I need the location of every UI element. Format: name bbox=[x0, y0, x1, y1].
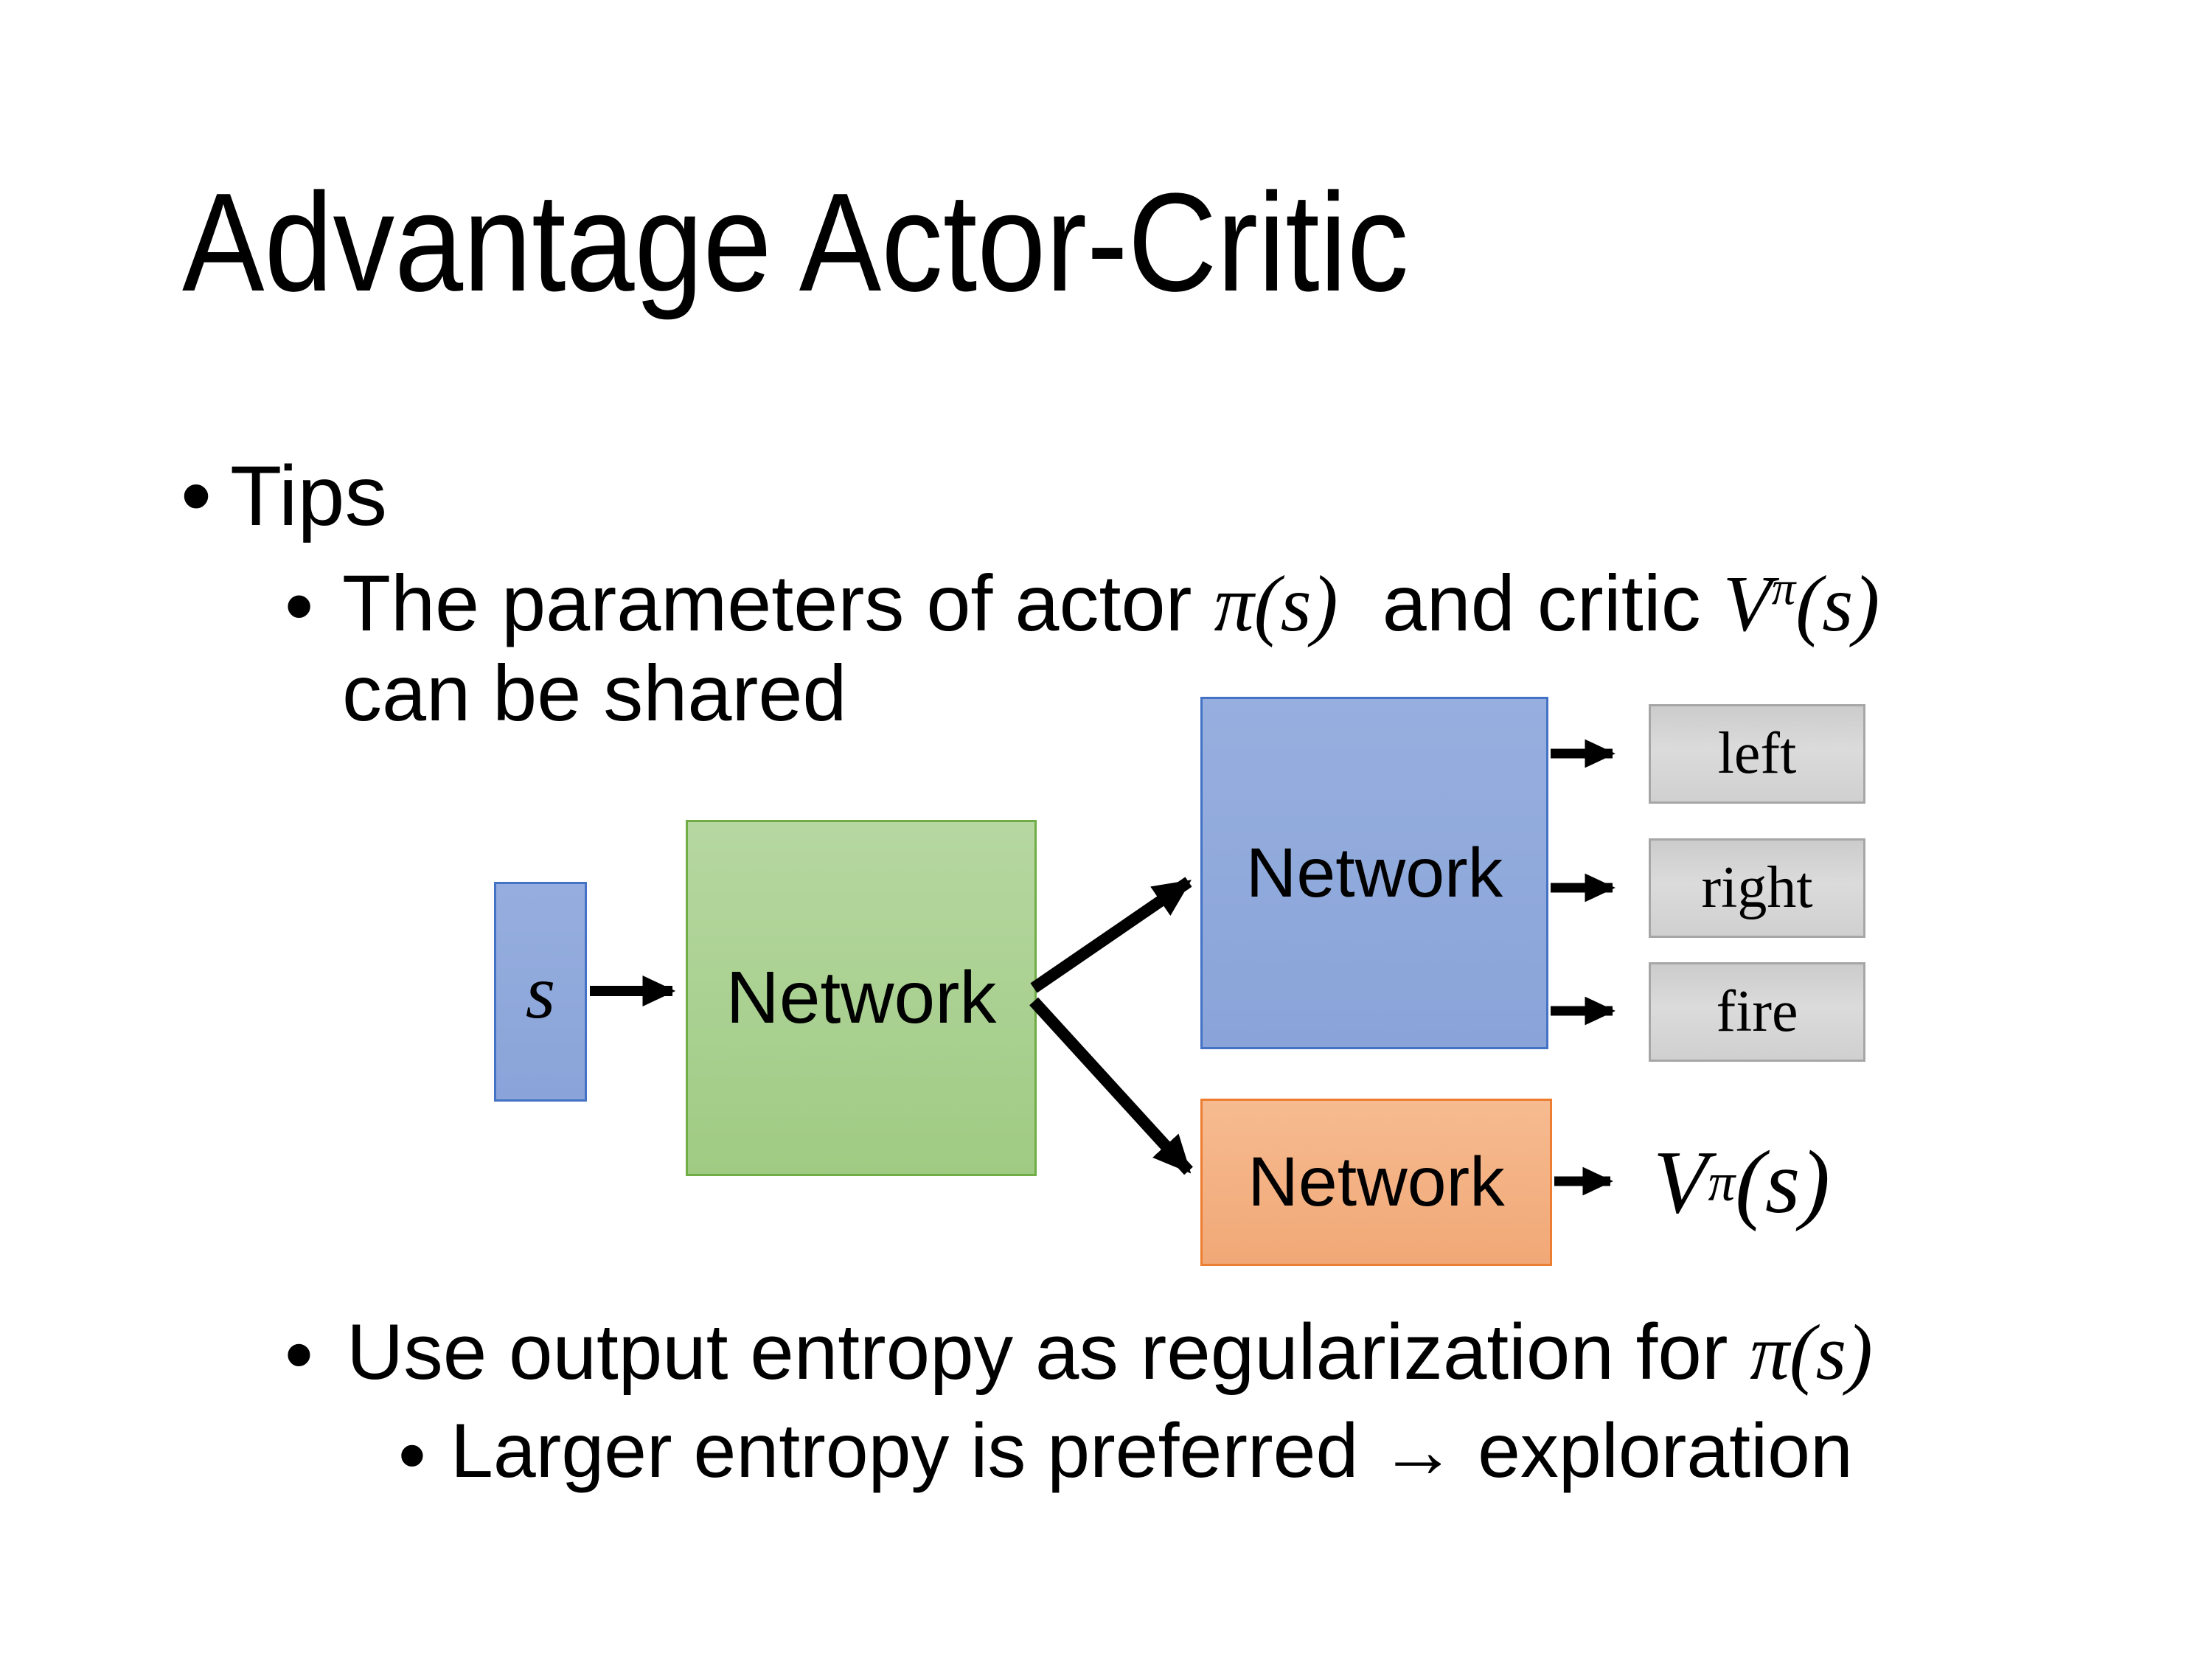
critic-output-args: (s) bbox=[1735, 1132, 1830, 1232]
param-sharing-line: The parameters of actor π(s) and critic … bbox=[342, 555, 1879, 653]
actor-network-label: Network bbox=[1245, 833, 1503, 912]
critic-network-box: Network bbox=[1200, 1099, 1552, 1266]
policy-math: π(s) bbox=[1750, 1310, 1873, 1397]
action-label-right: right bbox=[1701, 855, 1813, 920]
value-base: V bbox=[1722, 560, 1772, 648]
action-box-right: right bbox=[1649, 838, 1865, 938]
critic-value-math: Vπ(s) bbox=[1723, 560, 1879, 648]
shared-network-label: Network bbox=[726, 956, 997, 1039]
shared-network-box: Network bbox=[686, 820, 1037, 1176]
bullet-dot: • bbox=[285, 560, 314, 652]
actor-network-box: Network bbox=[1200, 697, 1548, 1049]
arrow-shared-to-critic-network bbox=[1029, 997, 1193, 1175]
tips-label: Tips bbox=[230, 449, 387, 543]
action-label-left: left bbox=[1717, 721, 1797, 786]
action-box-left: left bbox=[1649, 704, 1865, 804]
entropy-regularization-line: Use output entropy as regularization for… bbox=[347, 1304, 1873, 1400]
action-label-fire: fire bbox=[1716, 979, 1798, 1044]
bullet-dot: • bbox=[398, 1410, 426, 1499]
bullet-dot: • bbox=[285, 1309, 313, 1400]
actor-policy-math: π(s) bbox=[1214, 560, 1338, 648]
page-title: Advantage Actor-Critic bbox=[182, 164, 1409, 321]
critic-output-base: V bbox=[1653, 1132, 1708, 1232]
tips-line: Tips bbox=[230, 445, 387, 547]
can-be-shared-line: can be shared bbox=[342, 648, 847, 737]
bullet-dot: • bbox=[181, 446, 212, 545]
param-mid-text: and critic bbox=[1338, 558, 1723, 647]
entropy-prefix-text: Use output entropy as regularization for bbox=[347, 1307, 1750, 1396]
arrow-shared-to-actor-network bbox=[1030, 877, 1192, 993]
value-args: (s) bbox=[1795, 560, 1880, 648]
exploration-line: Larger entropy is preferred → exploratio… bbox=[451, 1408, 1853, 1494]
param-prefix-text: The parameters of actor bbox=[342, 558, 1214, 647]
state-label: s bbox=[525, 949, 556, 1034]
value-superscript: π bbox=[1771, 562, 1796, 616]
critic-network-label: Network bbox=[1248, 1143, 1505, 1221]
action-box-fire: fire bbox=[1649, 962, 1865, 1062]
state-input-box: s bbox=[494, 882, 587, 1102]
